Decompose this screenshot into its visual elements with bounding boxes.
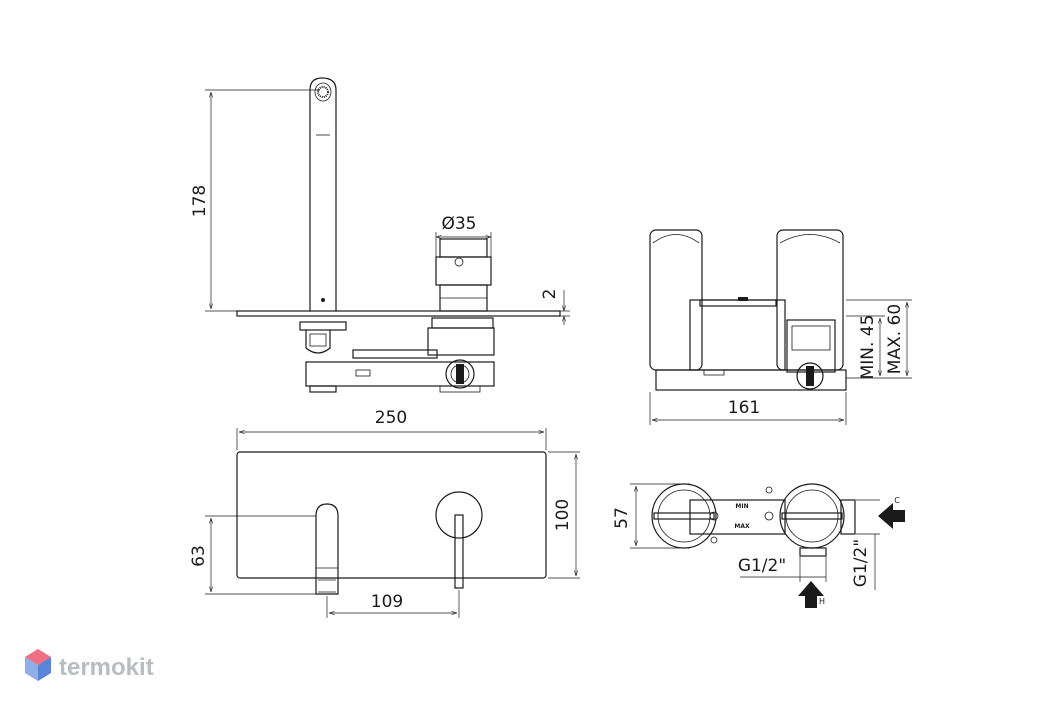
- dim-spout-to-knob: 109: [371, 592, 403, 612]
- dim-side-depth: 161: [728, 398, 760, 418]
- lever-handle: [454, 514, 464, 589]
- valve-housing: [427, 327, 495, 356]
- brand-name: termokit: [59, 654, 154, 681]
- dim-body-height: 57: [612, 507, 632, 529]
- dim-min-depth: MIN. 45: [858, 315, 878, 380]
- hot-inlet-stub: [799, 547, 827, 557]
- dim-knob-diameter: Ø35: [441, 214, 476, 234]
- front-view: [205, 77, 570, 393]
- slot-icon: [355, 369, 371, 377]
- side-base: [655, 369, 847, 391]
- max-marking: MAX: [734, 523, 750, 530]
- hot-label: H: [819, 597, 825, 606]
- spout-body: [309, 77, 337, 312]
- inlet-fitting-icon: [445, 359, 475, 389]
- aerator-icon: [314, 82, 332, 102]
- wall-plate-edge: [236, 310, 561, 317]
- body-channel: [352, 349, 438, 359]
- brand-logo: [25, 649, 51, 681]
- dim-cold-thread: G1/2": [851, 539, 871, 587]
- dim-plate-thickness: 2: [540, 289, 560, 300]
- body-base: [305, 361, 495, 387]
- min-marking: MIN: [735, 503, 748, 510]
- top-view: [630, 483, 905, 608]
- valve-flange: [431, 317, 494, 329]
- plate-view: [205, 428, 580, 618]
- dim-plate-height: 100: [553, 499, 573, 531]
- knob-front: [435, 491, 483, 539]
- side-inlet-icon: [796, 362, 824, 390]
- dim-spout-position: 63: [189, 545, 209, 567]
- dim-max-depth: MAX. 60: [885, 304, 905, 374]
- dim-hot-thread: G1/2": [738, 556, 786, 576]
- dim-spout-height: 178: [190, 185, 210, 217]
- top-body: [689, 499, 786, 535]
- mixer-body: [689, 299, 786, 371]
- spout-front: [315, 503, 339, 595]
- hot-arrow-icon: [798, 581, 824, 608]
- wall-plate: [236, 451, 547, 579]
- dim-plate-width: 250: [375, 408, 407, 428]
- side-fitting: [786, 319, 836, 373]
- knob-body: [435, 256, 492, 286]
- cold-label: C: [894, 496, 900, 505]
- left-port-icon: [651, 483, 717, 549]
- side-view: [649, 229, 912, 425]
- knob-top: [439, 238, 488, 258]
- cold-inlet-stub: [840, 499, 856, 535]
- spout-connector: [299, 321, 347, 331]
- cold-arrow-icon: [878, 503, 905, 529]
- right-port-icon: [779, 483, 845, 549]
